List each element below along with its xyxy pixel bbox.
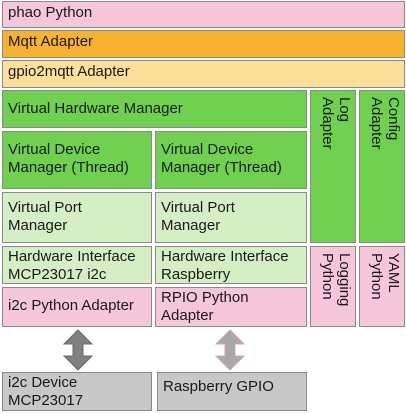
hardware-interface-mcp23017-box: Hardware Interface MCP23017 i2c <box>2 246 152 284</box>
config-adapter-label-line1: Config <box>385 97 402 141</box>
gpio2mqtt-adapter-box: gpio2mqtt Adapter <box>2 60 405 88</box>
log-adapter-label-line1: Log <box>336 97 353 123</box>
phao-python-box: phao Python <box>2 1 405 28</box>
hardware-interface-raspberry-box: Hardware Interface Raspberry <box>155 246 307 284</box>
config-adapter-label-line2: Adapter <box>368 97 385 150</box>
virtual-device-manager-left-line2: Manager (Thread) <box>8 159 129 176</box>
yaml-python-box: YAML Python <box>359 246 405 327</box>
virtual-port-manager-left-box: Virtual Port Manager <box>2 192 152 243</box>
log-adapter-box: Log Adapter <box>310 90 356 243</box>
log-adapter-label-line2: Adapter <box>319 97 336 150</box>
phao-python-label: phao Python <box>8 4 93 21</box>
logging-python-label-line1: Logging <box>336 253 353 307</box>
i2c-device-line1: i2c Device <box>8 374 78 391</box>
yaml-python-label-line2: Python <box>368 253 385 300</box>
logging-python-box: Logging Python <box>310 246 356 327</box>
virtual-hardware-manager-box: Virtual Hardware Manager <box>2 90 307 128</box>
virtual-device-manager-right-line1: Virtual Device <box>161 141 254 158</box>
virtual-port-manager-right-line2: Manager <box>161 217 221 234</box>
rpio-python-adapter-line1: RPIO Python <box>161 289 249 306</box>
raspberry-gpio-box: Raspberry GPIO <box>157 372 307 411</box>
i2c-bidirectional-arrow <box>62 329 94 371</box>
virtual-port-manager-right-box: Virtual Port Manager <box>155 192 307 243</box>
virtual-device-manager-right-line2: Manager (Thread) <box>161 159 282 176</box>
gpio-bidirectional-arrow <box>214 329 246 371</box>
mqtt-adapter-box: Mqtt Adapter <box>2 30 405 58</box>
hardware-interface-raspberry-line1: Hardware Interface <box>161 248 289 265</box>
hardware-interface-mcp23017-line2: MCP23017 i2c <box>8 266 107 283</box>
virtual-device-manager-left-line1: Virtual Device <box>8 141 101 158</box>
gpio2mqtt-adapter-label: gpio2mqtt Adapter <box>8 63 130 80</box>
virtual-hardware-manager-label: Virtual Hardware Manager <box>8 100 183 117</box>
i2c-python-adapter-label: i2c Python Adapter <box>8 297 134 314</box>
i2c-device-box: i2c Device MCP23017 <box>2 372 152 411</box>
i2c-python-adapter-box: i2c Python Adapter <box>2 287 152 327</box>
yaml-python-label-line1: YAML <box>385 253 402 293</box>
config-adapter-box: Config Adapter <box>359 90 405 243</box>
mqtt-adapter-label: Mqtt Adapter <box>8 33 94 50</box>
virtual-port-manager-left-line1: Virtual Port <box>8 199 82 216</box>
virtual-port-manager-left-line2: Manager <box>8 217 68 234</box>
virtual-port-manager-right-line1: Virtual Port <box>161 199 235 216</box>
rpio-python-adapter-box: RPIO Python Adapter <box>155 287 307 327</box>
logging-python-label-line2: Python <box>319 253 336 300</box>
virtual-device-manager-right-box: Virtual Device Manager (Thread) <box>155 131 307 189</box>
i2c-device-line2: MCP23017 <box>8 392 84 409</box>
virtual-device-manager-left-box: Virtual Device Manager (Thread) <box>2 131 152 189</box>
rpio-python-adapter-line2: Adapter <box>161 307 214 324</box>
hardware-interface-mcp23017-line1: Hardware Interface <box>8 248 136 265</box>
hardware-interface-raspberry-line2: Raspberry <box>161 266 231 283</box>
raspberry-gpio-label: Raspberry GPIO <box>163 378 274 395</box>
